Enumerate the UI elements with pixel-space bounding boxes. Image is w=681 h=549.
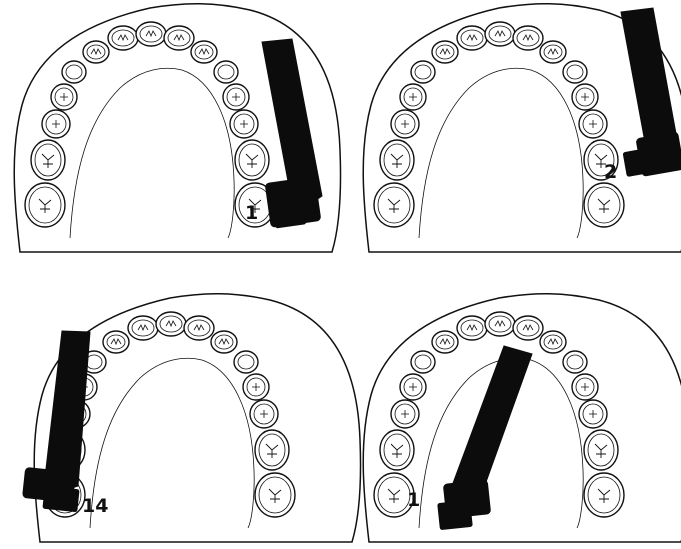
tooth [214, 61, 238, 83]
tooth [391, 400, 419, 428]
tooth [432, 331, 458, 353]
tooth [51, 84, 77, 110]
tooth [579, 110, 607, 138]
tooth [191, 41, 217, 63]
tooth [400, 374, 426, 400]
tooth [184, 316, 214, 340]
tooth [485, 312, 515, 336]
tooth [540, 331, 566, 353]
tooth [485, 22, 515, 46]
tooth [432, 41, 458, 63]
tooth [103, 331, 129, 353]
tooth [584, 183, 624, 227]
tooth [584, 430, 618, 470]
tooth [230, 110, 258, 138]
tooth [211, 331, 237, 353]
tooth [380, 430, 414, 470]
arch-panel-top-right: 2 [363, 4, 681, 252]
tooth [391, 110, 419, 138]
tooth [136, 22, 166, 46]
tooth [62, 61, 86, 83]
tooth [563, 351, 587, 373]
tooth [25, 183, 65, 227]
tooth [563, 61, 587, 83]
tooth [234, 351, 258, 373]
tooth [380, 140, 414, 180]
tooth-number-label: 1 [407, 489, 420, 511]
tooth [513, 26, 543, 50]
tooth [31, 140, 65, 180]
tooth [235, 140, 269, 180]
tooth-number-label: 2 [604, 161, 617, 183]
arch-panel-bottom-left: 14 [23, 294, 361, 542]
tooth [584, 473, 624, 517]
tooth [255, 473, 295, 517]
tooth [255, 430, 289, 470]
tooth [156, 312, 186, 336]
tooth [243, 374, 269, 400]
tooth [572, 84, 598, 110]
arch-panel-bottom-right: 1 [363, 294, 681, 542]
tooth [223, 84, 249, 110]
tooth [411, 61, 435, 83]
tooth [164, 26, 194, 50]
tooth [457, 316, 487, 340]
arch-panel-top-left: 1 [14, 4, 340, 252]
tooth [108, 26, 138, 50]
tooth [374, 183, 414, 227]
tooth [579, 400, 607, 428]
tooth [572, 374, 598, 400]
tooth [400, 84, 426, 110]
tooth [83, 41, 109, 63]
tooth [540, 41, 566, 63]
tooth-number-label: 14 [82, 495, 108, 517]
tooth [513, 316, 543, 340]
tooth-number-label: 1 [245, 202, 258, 224]
tooth [128, 316, 158, 340]
tooth [411, 351, 435, 373]
tooth [250, 400, 278, 428]
tooth [42, 110, 70, 138]
tooth [457, 26, 487, 50]
